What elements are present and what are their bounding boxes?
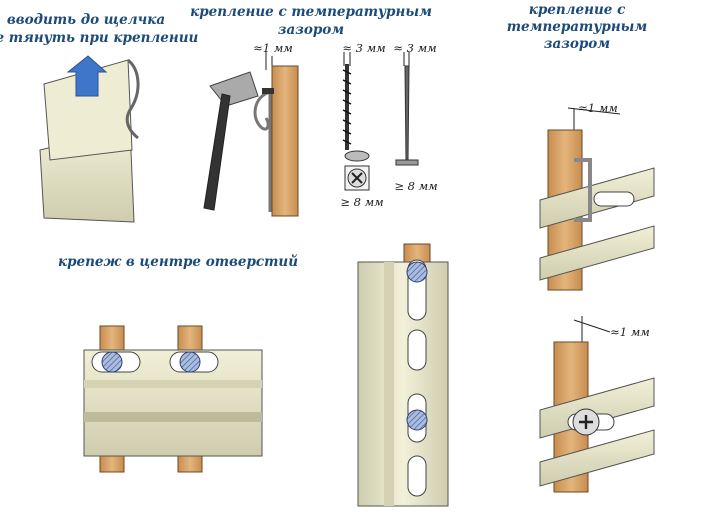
nail-shaft-icon	[404, 65, 410, 161]
wood-stud	[271, 65, 299, 217]
snap-in-illustration: вводить до щелчка не тянуть при креплени…	[0, 12, 199, 223]
slot-gap-illustration-top: крепление с температурным зазором ≈1 мм	[507, 2, 655, 291]
hammer-fastening-illustration: крепление с температурным зазором ≈1 мм	[190, 4, 432, 217]
caption-center-holes: крепеж в центре отверстий	[58, 254, 298, 270]
caption-thermal-gap-top-line1: крепление с температурным	[190, 4, 432, 20]
panel-lock-profile	[125, 58, 140, 140]
nailing-slot	[593, 191, 635, 207]
vertical-siding-panel	[357, 261, 449, 507]
nail-illustration: ≈ 3 мм ≥ 8 мм	[393, 41, 437, 193]
dim-gap-right-top: ≈1 мм	[578, 101, 618, 115]
nail-head-icon	[395, 159, 419, 166]
dim-nail-head: ≈ 3 мм	[393, 41, 436, 55]
slot-gap-illustration-bottom: ≈1 мм	[539, 316, 655, 493]
hammer-head-icon	[209, 71, 259, 107]
nail-head	[262, 88, 274, 94]
siding-strip-lower	[539, 225, 655, 281]
fastener-head-b	[179, 351, 201, 373]
vertical-panel-illustration	[357, 243, 449, 507]
dim-gap-right-bottom: ≈1 мм	[610, 325, 650, 339]
center-holes-illustration: крепеж в центре отверстий	[58, 254, 298, 473]
dim-nail-length: ≥ 8 мм	[394, 179, 437, 193]
vertical-fastener-2	[406, 409, 428, 431]
caption-snap-in-line1: вводить до щелчка	[7, 12, 165, 28]
caption-thermal-gap-top-line2: зазором	[278, 22, 344, 38]
upward-arrow-icon	[66, 55, 108, 97]
nail-in-slot-icon	[574, 158, 592, 222]
caption-thermal-gap-right-line1: крепление с	[529, 2, 626, 18]
screw-head-side-icon	[344, 150, 370, 162]
screw-illustration: ≈ 3 мм ≥ 8 мм	[340, 41, 385, 209]
siding-strip-lower-b	[539, 429, 655, 487]
caption-thermal-gap-right-line3: зазором	[544, 36, 610, 52]
caption-snap-in-line2: не тянуть при креплении	[0, 30, 199, 46]
caption-thermal-gap-right-line2: температурным	[507, 19, 648, 35]
hammer-handle-icon	[203, 93, 231, 211]
vertical-slot-2	[407, 329, 427, 371]
vertical-fastener-1	[406, 261, 428, 283]
dim-gap-hammer: ≈1 мм	[253, 41, 293, 55]
fastener-head-a	[101, 351, 123, 373]
vertical-slot-4	[407, 455, 427, 497]
dim-screw-head: ≈ 3 мм	[342, 41, 385, 55]
siding-nailing-hem	[253, 88, 272, 212]
dim-screw-length: ≥ 8 мм	[340, 195, 383, 209]
